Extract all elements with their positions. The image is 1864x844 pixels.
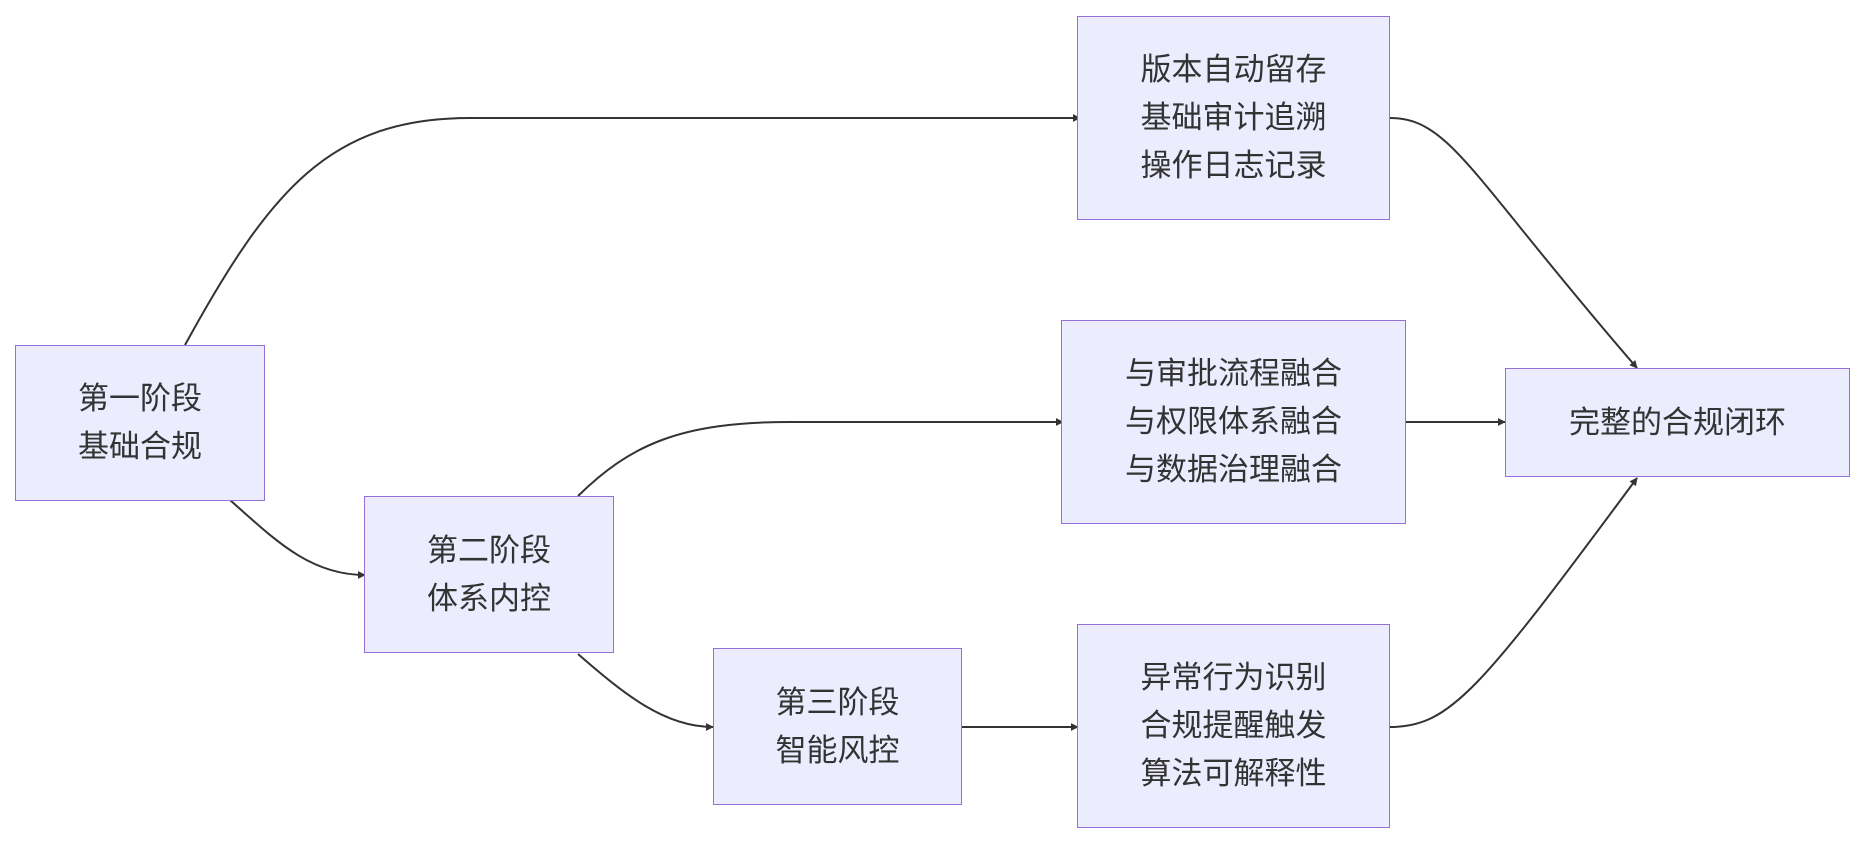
node-stage2: 第二阶段 体系内控 <box>364 496 614 653</box>
node-integration-line-1: 与审批流程融合 <box>1125 356 1342 392</box>
node-smart-features-line-1: 异常行为识别 <box>1140 660 1327 696</box>
node-smart-features: 异常行为识别 合规提醒触发 算法可解释性 <box>1077 624 1390 828</box>
node-stage1-line-2: 基础合规 <box>78 429 202 465</box>
edge-stage2-to-integration <box>577 418 1064 497</box>
node-smart-features-line-2: 合规提醒触发 <box>1140 708 1327 744</box>
node-stage2-line-2: 体系内控 <box>427 580 551 617</box>
node-basic-features-line-1: 版本自动留存 <box>1140 52 1327 88</box>
node-integration: 与审批流程融合 与权限体系融合 与数据治理融合 <box>1061 320 1406 524</box>
edge-stage1-to-stage2 <box>229 499 366 579</box>
edge-stage1-to-basic-features <box>184 114 1081 346</box>
edge-stage2-to-stage3 <box>577 653 714 731</box>
node-closed-loop-line-1: 完整的合规闭环 <box>1569 404 1786 441</box>
node-basic-features-line-3: 操作日志记录 <box>1140 148 1327 184</box>
node-closed-loop: 完整的合规闭环 <box>1505 368 1850 477</box>
node-stage1: 第一阶段 基础合规 <box>15 345 265 501</box>
edge-basic-features-to-closed-loop <box>1389 117 1638 369</box>
node-stage3-line-1: 第三阶段 <box>775 684 900 721</box>
node-integration-line-2: 与权限体系融合 <box>1125 404 1342 440</box>
node-stage1-line-1: 第一阶段 <box>78 381 202 417</box>
node-basic-features-line-2: 基础审计追溯 <box>1140 100 1327 136</box>
node-stage3: 第三阶段 智能风控 <box>713 648 962 805</box>
node-basic-features: 版本自动留存 基础审计追溯 操作日志记录 <box>1077 16 1390 220</box>
edge-smart-features-to-closed-loop <box>1389 477 1638 728</box>
node-stage3-line-2: 智能风控 <box>775 732 900 769</box>
node-smart-features-line-3: 算法可解释性 <box>1140 756 1327 792</box>
node-stage2-line-1: 第二阶段 <box>427 532 551 569</box>
node-integration-line-3: 与数据治理融合 <box>1125 452 1342 488</box>
